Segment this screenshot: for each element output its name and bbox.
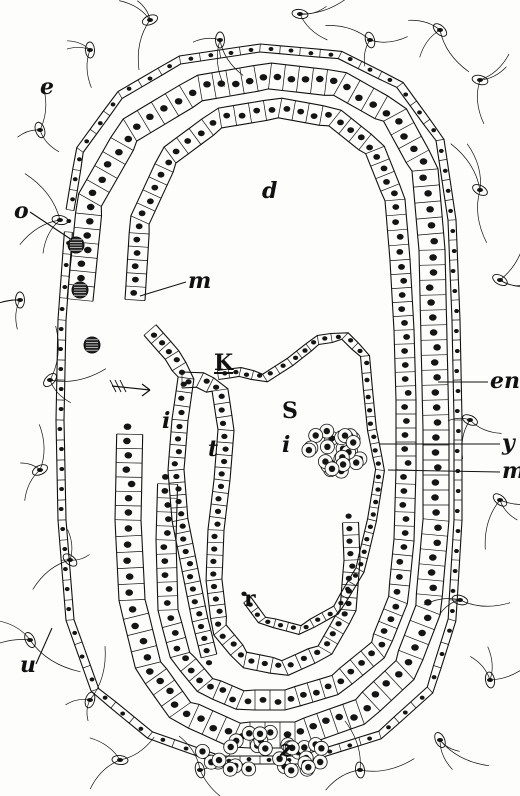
label-e: e: [40, 76, 54, 98]
label-z: z: [280, 738, 293, 760]
label-y: y: [502, 432, 515, 454]
basal-cell-cluster: [196, 725, 329, 777]
epithelial-cell-layers: [67, 63, 449, 777]
label-m-left: m: [188, 270, 211, 292]
label-r: r: [244, 588, 256, 610]
label-u: u: [20, 654, 36, 676]
label-t: t: [208, 438, 218, 460]
inner-tube-band: [182, 372, 360, 675]
left-limb-band: [144, 325, 217, 666]
cavity-membrane-band: [217, 333, 384, 635]
label-m-right: m: [502, 460, 520, 482]
label-K: K: [214, 352, 233, 374]
label-d: d: [262, 180, 277, 202]
label-o: o: [14, 200, 29, 222]
label-i-left: i: [162, 410, 170, 432]
label-en: en: [490, 370, 520, 392]
yolk-cell-cluster: [302, 424, 367, 478]
label-i-center: i: [282, 434, 290, 456]
label-S: S: [282, 400, 298, 422]
